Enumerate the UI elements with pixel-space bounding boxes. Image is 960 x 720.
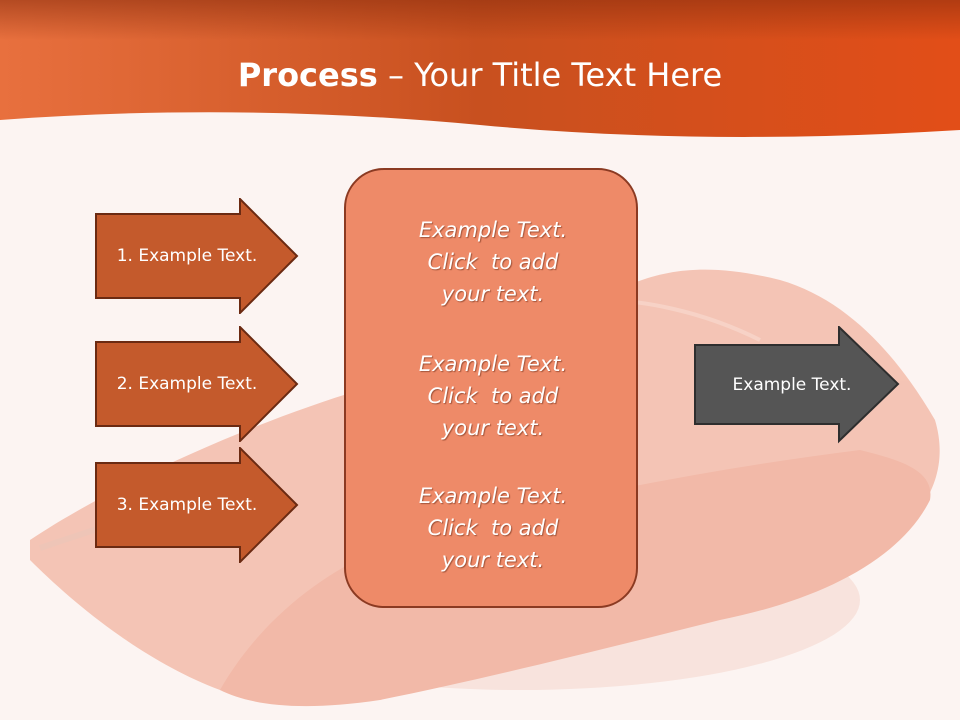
center-text-line: Example Text. [418,352,568,376]
step-arrow-1[interactable]: 1. Example Text. [95,198,299,314]
title-rest: – Your Title Text Here [377,56,723,94]
title-bold: Process [237,56,378,94]
step-label: 3. Example Text. [116,495,258,515]
center-text-line: Example Text. [418,484,568,508]
step-arrow-2[interactable]: 2. Example Text. [95,326,299,442]
center-text-block-3: Example Text. Click to add your text. [346,480,640,576]
center-text-box[interactable]: Example Text. Click to add your text. Ex… [344,168,638,608]
center-text-line: Click to add [427,516,559,540]
step-arrow-shape [95,326,299,442]
output-label: Example Text. [732,375,852,395]
center-text-line: Click to add [427,250,559,274]
center-text-block-1: Example Text. Click to add your text. [346,214,640,310]
output-arrow-shape [694,326,900,444]
step-arrow-shape [95,198,299,314]
step-label: 2. Example Text. [116,374,258,394]
center-text-line: your text. [441,548,545,572]
step-arrow-3[interactable]: 3. Example Text. [95,447,299,563]
center-text-line: your text. [441,416,545,440]
center-text-line: your text. [441,282,545,306]
step-label: 1. Example Text. [116,246,258,266]
output-arrow[interactable]: Example Text. [694,326,900,444]
center-text-line: Example Text. [418,218,568,242]
slide-title[interactable]: Process – Your Title Text Here [0,52,960,98]
center-text-block-2: Example Text. Click to add your text. [346,348,640,444]
center-text-line: Click to add [427,384,559,408]
step-arrow-shape [95,447,299,563]
